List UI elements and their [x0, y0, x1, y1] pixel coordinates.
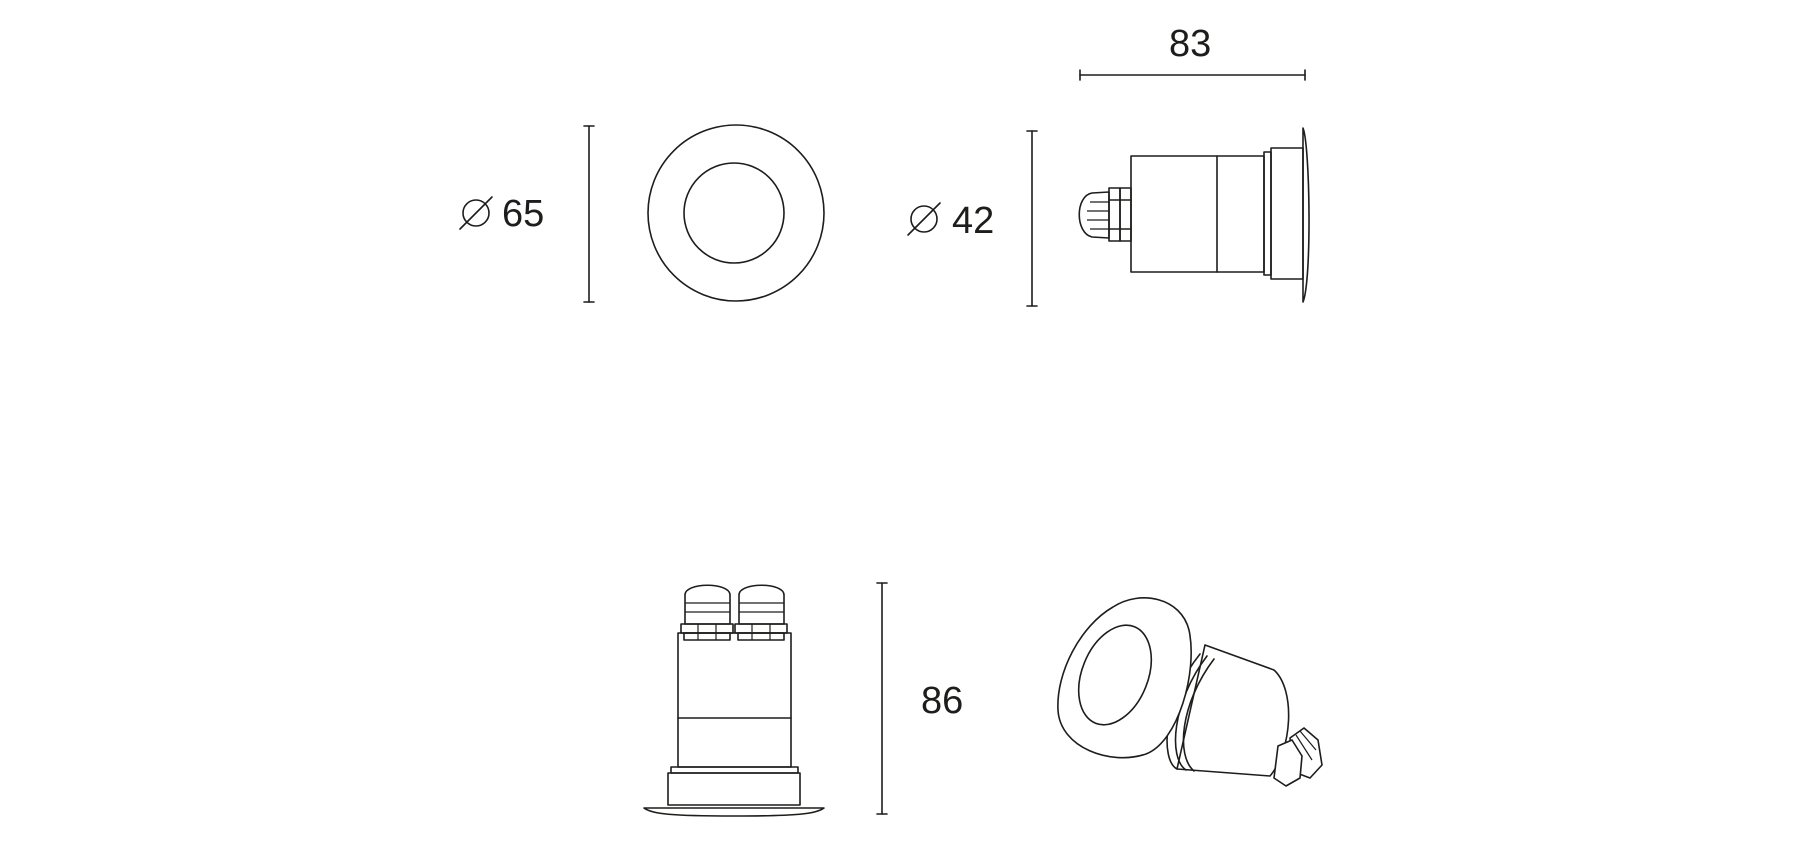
- front-lens: [683, 162, 785, 264]
- perspective-body: [1176, 644, 1290, 777]
- side-gland-nut-inner: [1108, 187, 1121, 242]
- dimension-line-86: 86: [876, 582, 963, 815]
- diameter-42-value: 42: [952, 200, 994, 242]
- perspective-gland: [1273, 727, 1323, 787]
- side-cable-gland: [1078, 191, 1110, 239]
- cable-gland-right: [734, 584, 788, 641]
- elevation-body: [677, 632, 792, 768]
- side-gland-nut-outer: [1119, 187, 1132, 242]
- cable-gland-left: [680, 584, 734, 641]
- diameter-42-label: 42: [907, 200, 994, 242]
- elevation-flange: [643, 807, 825, 817]
- dimension-line-42: [1026, 130, 1038, 307]
- side-collar: [1270, 147, 1304, 280]
- diameter-symbol-icon: [907, 202, 941, 236]
- front-outer-ring: [647, 124, 825, 302]
- side-body: [1130, 155, 1265, 273]
- dimension-line-83: 83: [1079, 23, 1306, 81]
- perspective-lens: [1077, 624, 1153, 726]
- diameter-65-value: 65: [502, 193, 544, 235]
- height-86-value: 86: [921, 680, 963, 722]
- dimension-line-65: [583, 125, 595, 303]
- side-view: 83 42: [907, 23, 1310, 307]
- length-83-value: 83: [1169, 23, 1211, 65]
- diameter-symbol-icon: [459, 196, 493, 230]
- perspective-ring-2: [1174, 655, 1208, 771]
- perspective-flange: [1057, 597, 1192, 759]
- side-collar-ring: [1263, 151, 1272, 276]
- perspective-ring-3: [1182, 658, 1215, 772]
- perspective-view: [1057, 597, 1323, 787]
- front-view: 65: [459, 124, 825, 303]
- side-flange: [1302, 127, 1310, 303]
- diameter-65-label: 65: [459, 193, 544, 235]
- elevation-collar: [667, 772, 801, 806]
- front-elevation: 86: [643, 582, 963, 817]
- elevation-collar-ring: [670, 766, 799, 774]
